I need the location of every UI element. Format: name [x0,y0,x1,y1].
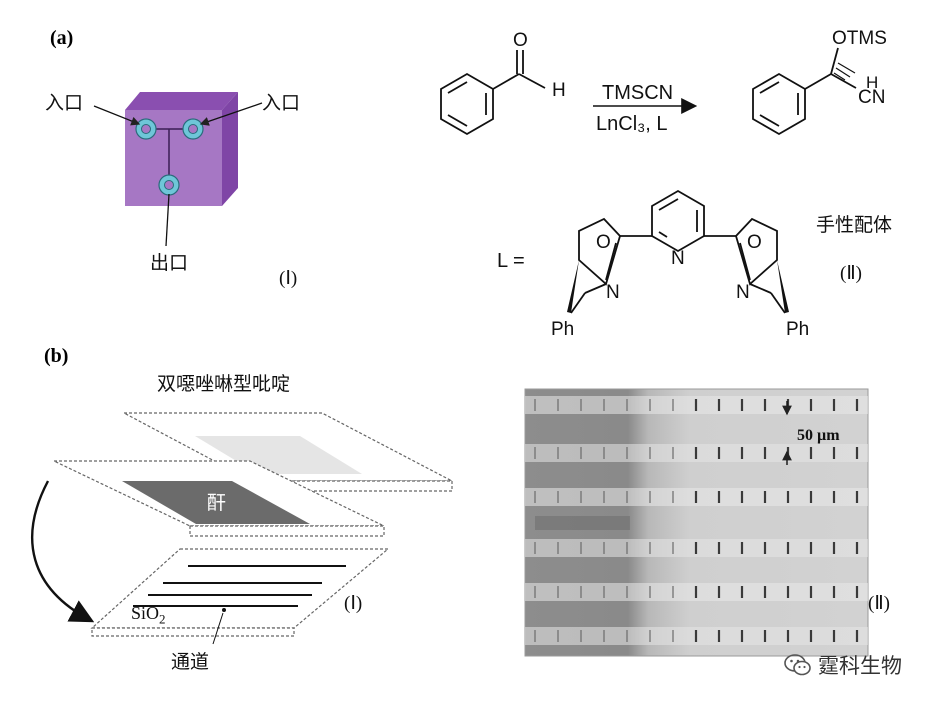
ring-nitrogen-right: N [736,282,750,303]
ligand-equals: L = [497,250,525,272]
leader-line [199,102,263,126]
channel-point [222,608,226,612]
top-layer-label: 双噁唑啉型吡啶 [157,373,291,395]
chip-side-face [222,92,238,206]
ligand-film [195,436,362,474]
cyanohydrin-product [752,47,857,136]
inlet-right-label: 入口 [262,92,301,114]
panel-a-roman-2: (Ⅱ) [840,263,863,284]
stereo-wedge [777,260,789,313]
chip-diagram [93,92,263,247]
substrate-plate-edge [91,627,295,637]
leader-line [165,193,170,247]
reagent-top: TMSCN [602,82,673,104]
ring-oxygen-left: O [596,232,611,253]
outlet-label: 出口 [150,252,189,274]
product-otms: OTMS [832,28,887,49]
phenyl-left: Ph [551,319,574,340]
ring-nitrogen-left: N [606,282,620,303]
anhydride-film [122,481,310,524]
pyridine-nitrogen: N [671,248,685,269]
anhydride-label: 酐 [207,492,227,514]
watermark: 霆科生物 [784,650,902,680]
aldehyde-hydrogen: H [552,80,566,101]
middle-plate-edge [189,525,385,537]
micro-dark-band [535,516,630,530]
substrate-subscript: 2 [159,611,166,627]
panel-b-tag: (b) [44,345,69,367]
substrate-text: SiO [131,603,160,623]
leader-line [93,105,141,126]
scale-bar-label: 50 µm [797,427,840,444]
panel-a-roman-1: (Ⅰ) [279,268,298,289]
aldehyde-oxygen: O [513,30,528,51]
inlet-port-right [182,118,204,140]
panel-b-roman-2: (Ⅱ) [868,593,891,614]
outlet-port [158,174,180,196]
product-hydrogen: H [866,73,878,92]
channel-label: 通道 [171,651,210,673]
reagent-bottom: LnCl₃, L [596,113,668,135]
product-cn: CN [858,87,885,108]
ring-oxygen-right: O [747,232,762,253]
phenyl-right: Ph [786,319,809,340]
panel-b-roman-1: (Ⅰ) [344,593,363,614]
leader-line [212,612,224,645]
pybox-ligand-structure [570,189,786,314]
watermark-text: 霆科生物 [818,654,902,678]
wechat-icon [784,654,811,676]
substrate-label: SiO2 [131,603,166,628]
chip-top-face [125,92,238,110]
micrograph-image: 50 µm [524,388,869,657]
panel-a-tag: (a) [50,27,74,49]
micro-tick-marks [534,399,859,642]
benzaldehyde-structure [440,50,546,136]
ligand-caption: 手性配体 [816,214,893,236]
stereo-wedge [567,260,579,313]
assembly-arrow [31,480,95,623]
inlet-port-left [135,118,157,140]
inlet-left-label: 入口 [45,92,84,114]
layered-device [31,412,453,645]
